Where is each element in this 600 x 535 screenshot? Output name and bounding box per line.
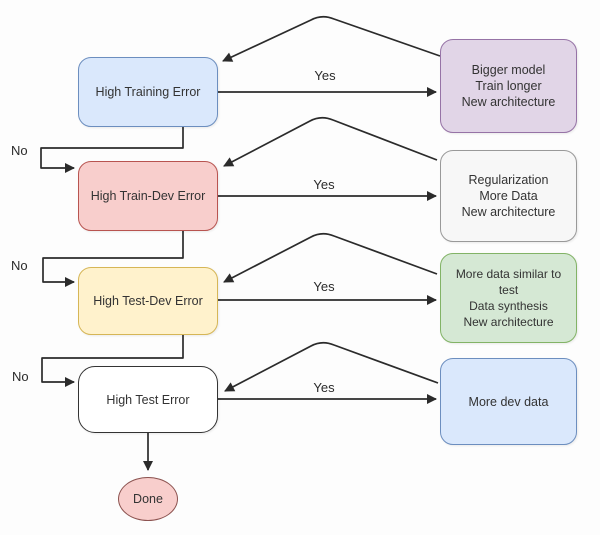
- node-done-terminator: Done: [118, 477, 178, 521]
- node-remedy-test: More dev data: [440, 358, 577, 445]
- edge-no-test-dev-arrow: [41, 335, 184, 387]
- remedy-line: New architecture: [463, 315, 554, 329]
- node-label: Done: [133, 492, 163, 506]
- remedy-line: More dev data: [468, 394, 549, 409]
- node-label: High Test Error: [106, 392, 190, 407]
- remedy-line: Bigger model: [471, 63, 546, 77]
- node-high-test-error: High Test Error: [78, 366, 218, 433]
- edge-return-training-arrow: [222, 15, 441, 62]
- edge-label-yes-train-dev: Yes: [313, 177, 335, 192]
- edge-label-no-train-dev: No: [11, 258, 28, 273]
- node-label: High Training Error: [95, 85, 201, 99]
- remedy-line: More data similar to test: [455, 267, 562, 297]
- edge-no-train-dev-arrow: [42, 231, 184, 287]
- node-label: High Train-Dev Error: [90, 189, 206, 203]
- edge-label-yes-test: Yes: [313, 380, 335, 395]
- edge-label-yes-training: Yes: [314, 68, 336, 83]
- edge-return-test-arrow: [224, 341, 439, 392]
- node-high-train-dev-error: High Train-Dev Error: [78, 161, 218, 231]
- edge-return-test-dev-arrow: [223, 232, 438, 283]
- node-high-training-error: High Training Error: [78, 57, 218, 127]
- edge-return-train-dev-arrow: [223, 116, 438, 167]
- remedy-line: Regularization: [468, 173, 549, 187]
- edge-no-training-arrow: [40, 127, 184, 173]
- remedy-line: Train longer: [475, 79, 542, 93]
- remedy-line: New architecture: [461, 95, 556, 109]
- remedy-line: New architecture: [461, 205, 556, 219]
- remedy-line: Data synthesis: [469, 299, 548, 313]
- node-remedy-training: Bigger model Train longer New architectu…: [440, 39, 577, 133]
- edge-label-yes-test-dev: Yes: [313, 279, 335, 294]
- node-remedy-train-dev: Regularization More Data New architectur…: [440, 150, 577, 242]
- edge-label-no-test-dev: No: [12, 369, 29, 384]
- remedy-line: More Data: [479, 189, 538, 203]
- node-high-test-dev-error: High Test-Dev Error: [78, 267, 218, 335]
- node-label: High Test-Dev Error: [93, 294, 203, 308]
- node-remedy-test-dev: More data similar to test Data synthesis…: [440, 253, 577, 343]
- edge-label-no-training: No: [11, 143, 28, 158]
